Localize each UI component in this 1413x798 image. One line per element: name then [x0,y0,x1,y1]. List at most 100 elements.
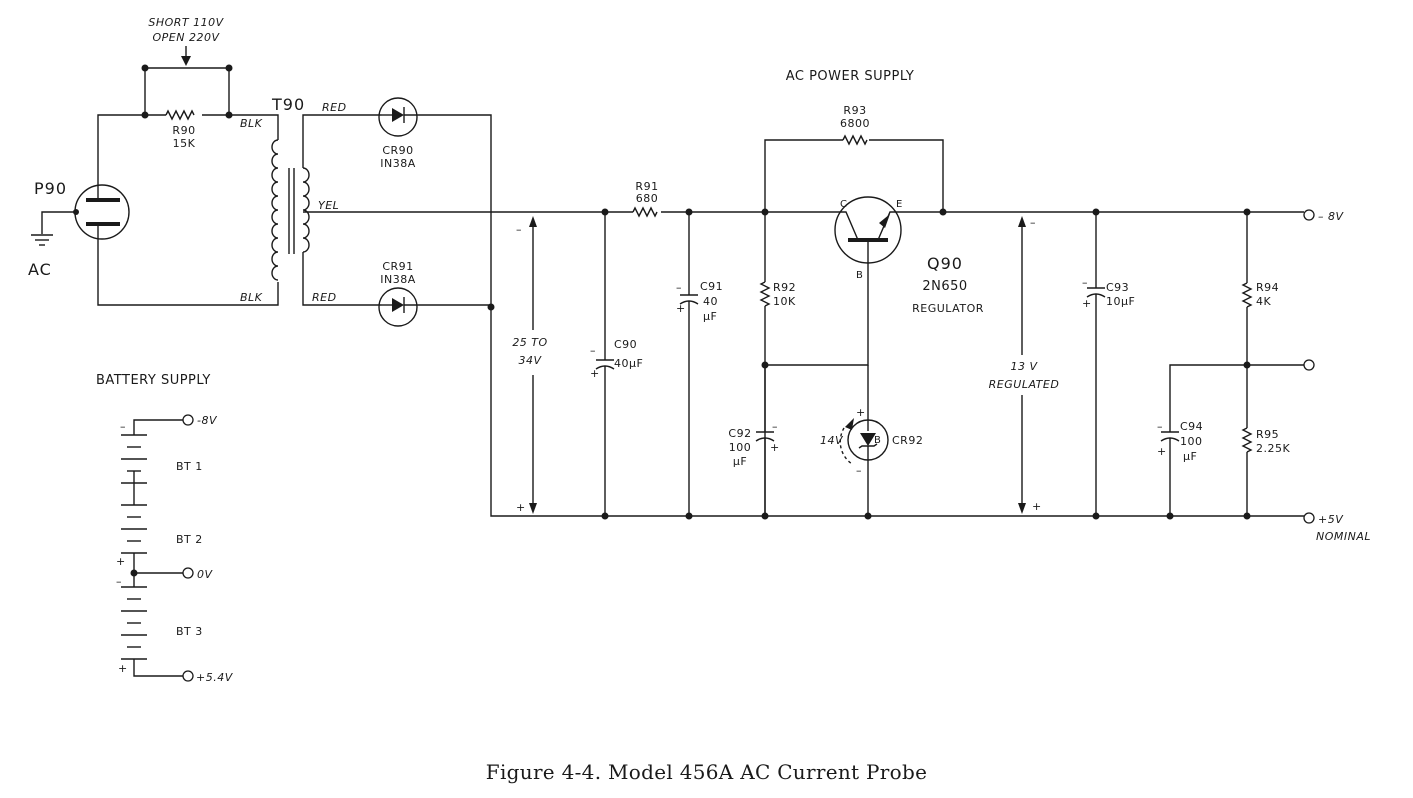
cr92-b: B [874,435,881,446]
q90-base: B [856,270,863,281]
zener-diode-cr92 [839,365,889,516]
r91-value: 680 [636,192,659,205]
capacitor-c91 [679,212,699,516]
positive-rail [490,307,1304,517]
cr92-ref: CR92 [892,434,923,447]
c90-minus: – [590,344,596,357]
reg-plus: + [1032,500,1042,513]
r94-value: 4K [1256,295,1271,308]
output-neg-label: – 8V [1318,210,1344,223]
cr90-part: IN38A [380,157,416,170]
r95-value: 2.25K [1256,442,1290,455]
q90-collector: C [840,199,847,210]
reg-minus: – [1030,216,1036,229]
cr91-ref: CR91 [382,260,413,273]
capacitor-c90 [595,212,615,516]
jumper-arrow [181,46,191,66]
battery-supply-title: BATTERY SUPPLY [96,373,211,388]
diode-cr90 [378,97,492,305]
output-pos-label: +5V [1318,513,1344,526]
battery-bt2-plus: + [116,555,126,568]
t90-blk-top: BLK [240,117,263,130]
t90-red-top: RED [322,101,347,114]
c93-plus: + [1082,297,1092,310]
t90-red-bottom: RED [312,291,337,304]
c90-plus: + [590,367,600,380]
terminal-midpoint [1303,359,1315,371]
c94-ref: C94 [1180,420,1203,433]
c92-minus: – [772,420,778,433]
capacitor-c92 [755,365,775,516]
resistor-r94 [1241,212,1253,365]
unregulated-voltage-arrow [529,216,537,514]
c90-value: 40µF [614,357,643,370]
battery-bt3-minus: – [116,575,122,588]
diagram-title: AC POWER SUPPLY [786,69,915,84]
c94-plus: + [1157,445,1167,458]
ground-icon [31,234,53,246]
unreg-voltage-l2: 34V [518,354,542,367]
bt2-label: BT 2 [176,533,203,546]
unreg-voltage-l1: 25 TO [512,336,547,349]
c92-ref: C92 [728,427,751,440]
battery-bottom-plus: + [118,662,128,675]
terminal-neg-8v [1303,209,1315,221]
r90-ref: R90 [172,124,195,137]
r92-value: 10K [773,295,796,308]
jumper-wire [141,64,233,115]
c94-value1: 100 [1180,435,1203,448]
q90-ref: Q90 [927,254,963,273]
terminal-pos-5v [1303,512,1315,524]
r93-ref: R93 [843,104,866,117]
c92-value1: 100 [729,441,752,454]
jumper-label-short: SHORT 110V [148,16,224,29]
resistor-r95 [1241,365,1253,516]
jumper-label-open: OPEN 220V [153,31,221,44]
diode-cr91 [378,287,495,327]
capacitor-c93 [1086,212,1106,516]
reg-voltage-l2: REGULATED [989,378,1060,391]
q90-emitter: E [896,199,902,210]
bt1-label: BT 1 [176,460,203,473]
transformer-t90 [271,114,381,306]
resistor-r93 [764,134,944,212]
primary-wiring [97,111,279,306]
c92-plus: + [770,441,780,454]
r90-value: 15K [173,137,196,150]
resistor-r90 [165,109,195,121]
unreg-plus: + [516,501,526,514]
battery-stack [121,419,183,677]
c94-minus: – [1157,420,1163,433]
battery-pos-label: +5.4V [196,671,234,684]
p90-ref: P90 [34,179,67,198]
r93-value: 6800 [840,117,870,130]
regulated-voltage-arrow [1018,216,1026,514]
unreg-minus: – [516,223,522,236]
junction-dots [601,208,1251,520]
output-nominal-label: NOMINAL [1316,530,1371,543]
q90-function: REGULATOR [912,302,984,315]
bt3-label: BT 3 [176,625,203,638]
resistor-r91 [632,206,658,218]
terminal-batt-pos-5v4 [182,670,194,682]
cr90-ref: CR90 [382,144,413,157]
c93-ref: C93 [1106,281,1129,294]
c91-value2: µF [703,310,717,323]
cr92-voltage: 14V [820,434,844,447]
figure-caption: Figure 4-4. Model 456A AC Current Probe [485,760,928,784]
cr92-minus: – [856,464,862,477]
r95-ref: R95 [1256,428,1279,441]
cr91-part: IN38A [380,273,416,286]
c94-value2: µF [1183,450,1197,463]
t90-yel: YEL [318,199,339,212]
r94-ref: R94 [1256,281,1279,294]
ac-plug-p90 [41,184,130,240]
c93-value: 10µF [1106,295,1135,308]
battery-top-minus: – [120,420,126,433]
capacitor-c94 [1160,364,1247,516]
battery-zero-label: 0V [197,568,213,581]
c91-plus: + [676,302,686,315]
c90-ref: C90 [614,338,637,351]
reg-voltage-l1: 13 V [1010,360,1038,373]
